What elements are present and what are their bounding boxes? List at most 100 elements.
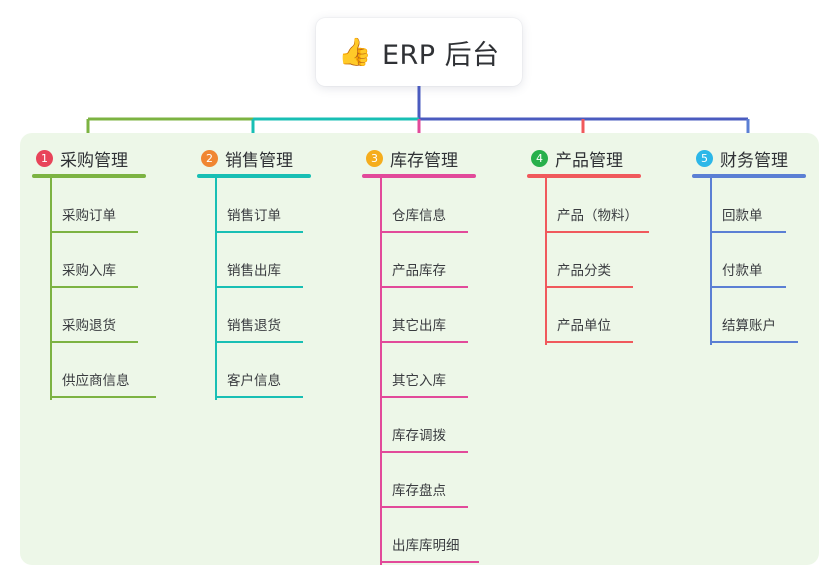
branch-header-rule-1 (32, 174, 146, 178)
branch-item-list-2: 销售订单销售出库销售退货客户信息 (197, 178, 311, 400)
list-item[interactable]: 结算账户 (710, 288, 806, 343)
list-item-rule (710, 231, 786, 233)
list-item[interactable]: 供应商信息 (50, 343, 156, 398)
list-item-rule (50, 341, 138, 343)
list-item[interactable]: 产品单位 (545, 288, 641, 343)
list-item-label: 供应商信息 (62, 373, 130, 389)
list-item-label: 回款单 (722, 208, 763, 224)
branch-badge-2: 2 (201, 149, 218, 167)
branch-spine-4 (545, 178, 547, 345)
list-item-rule (380, 231, 468, 233)
list-item[interactable]: 其它出库 (380, 288, 476, 343)
list-item[interactable]: 采购入库 (50, 233, 146, 288)
list-item-label: 产品分类 (557, 263, 611, 279)
branch-header-4[interactable]: 4 产品管理 (527, 146, 641, 171)
branch-title-1: 采购管理 (60, 150, 128, 171)
list-item-rule (215, 396, 303, 398)
list-item-rule (50, 231, 138, 233)
list-item-rule (380, 396, 468, 398)
thumbs-up-icon: 👍 (338, 36, 372, 68)
list-item-rule (380, 506, 468, 508)
list-item[interactable]: 出库库明细 (380, 508, 479, 563)
list-item-label: 库存盘点 (392, 483, 446, 499)
branch-spine-3 (380, 178, 382, 565)
list-item-label: 仓库信息 (392, 208, 446, 224)
list-item-rule (710, 341, 798, 343)
branch-header-rule-3 (362, 174, 476, 178)
branch-column-5: 5 财务管理回款单付款单结算账户 (692, 146, 806, 345)
branch-badge-4: 4 (531, 149, 548, 167)
list-item-rule (380, 561, 479, 563)
list-item-rule (215, 231, 303, 233)
list-item-label: 产品单位 (557, 318, 611, 334)
branch-column-1: 1 采购管理采购订单采购入库采购退货供应商信息 (32, 146, 156, 400)
list-item-label: 销售退货 (227, 318, 281, 334)
list-item-label: 库存调拨 (392, 428, 446, 444)
branch-badge-3: 3 (366, 149, 383, 167)
branch-title-2: 销售管理 (225, 150, 293, 171)
list-item-rule (215, 341, 303, 343)
branch-spine-2 (215, 178, 217, 400)
list-item-rule (545, 286, 633, 288)
list-item-label: 产品（物料） (557, 208, 638, 224)
branch-spine-5 (710, 178, 712, 345)
list-item-label: 采购入库 (62, 263, 116, 279)
branch-column-4: 4 产品管理产品（物料） 产品分类产品单位 (527, 146, 649, 345)
branch-item-list-5: 回款单付款单结算账户 (692, 178, 806, 345)
branch-header-rule-5 (692, 174, 806, 178)
list-item-label: 销售出库 (227, 263, 281, 279)
branch-header-2[interactable]: 2 销售管理 (197, 146, 311, 171)
branch-column-2: 2 销售管理销售订单销售出库销售退货客户信息 (197, 146, 311, 400)
list-item-rule (545, 341, 633, 343)
branch-title-5: 财务管理 (720, 150, 788, 171)
list-item-rule (710, 286, 786, 288)
branch-item-list-1: 采购订单采购入库采购退货供应商信息 (32, 178, 156, 400)
list-item[interactable]: 销售订单 (215, 178, 311, 233)
branch-badge-1: 1 (36, 149, 53, 167)
branch-header-rule-4 (527, 174, 641, 178)
list-item[interactable]: 库存调拨 (380, 398, 476, 453)
list-item-rule (50, 396, 156, 398)
list-item-rule (215, 286, 303, 288)
list-item[interactable]: 库存盘点 (380, 453, 476, 508)
list-item-label: 出库库明细 (392, 538, 460, 554)
branch-header-3[interactable]: 3 库存管理 (362, 146, 476, 171)
list-item-label: 付款单 (722, 263, 763, 279)
root-title: ERP 后台 (381, 39, 500, 71)
root-node[interactable]: 👍 ERP 后台 (316, 18, 522, 86)
branch-header-1[interactable]: 1 采购管理 (32, 146, 146, 171)
branch-title-4: 产品管理 (555, 150, 623, 171)
branch-column-3: 3 库存管理仓库信息产品库存其它出库其它入库库存调拨库存盘点出库库明细 (362, 146, 479, 565)
list-item-label: 采购订单 (62, 208, 116, 224)
list-item[interactable]: 付款单 (710, 233, 806, 288)
branch-title-3: 库存管理 (390, 150, 458, 171)
branch-badge-5: 5 (696, 149, 713, 167)
list-item[interactable]: 采购订单 (50, 178, 146, 233)
branch-item-list-4: 产品（物料） 产品分类产品单位 (527, 178, 649, 345)
list-item[interactable]: 销售退货 (215, 288, 311, 343)
list-item-label: 客户信息 (227, 373, 281, 389)
list-item[interactable]: 销售出库 (215, 233, 311, 288)
branch-header-rule-2 (197, 174, 311, 178)
list-item[interactable]: 采购退货 (50, 288, 146, 343)
list-item-label: 结算账户 (722, 318, 776, 334)
list-item-rule (380, 341, 468, 343)
mindmap-canvas (20, 133, 819, 565)
list-item[interactable]: 回款单 (710, 178, 806, 233)
list-item-label: 其它出库 (392, 318, 446, 334)
list-item[interactable]: 客户信息 (215, 343, 311, 398)
list-item[interactable]: 产品（物料） (545, 178, 649, 233)
list-item-label: 产品库存 (392, 263, 446, 279)
list-item-rule (380, 451, 468, 453)
list-item-rule (50, 286, 138, 288)
list-item-rule (545, 231, 649, 233)
branch-header-5[interactable]: 5 财务管理 (692, 146, 806, 171)
list-item-label: 销售订单 (227, 208, 281, 224)
list-item-rule (380, 286, 468, 288)
list-item[interactable]: 仓库信息 (380, 178, 476, 233)
branch-item-list-3: 仓库信息产品库存其它出库其它入库库存调拨库存盘点出库库明细 (362, 178, 479, 565)
list-item-label: 采购退货 (62, 318, 116, 334)
list-item[interactable]: 其它入库 (380, 343, 476, 398)
list-item[interactable]: 产品分类 (545, 233, 641, 288)
list-item[interactable]: 产品库存 (380, 233, 476, 288)
